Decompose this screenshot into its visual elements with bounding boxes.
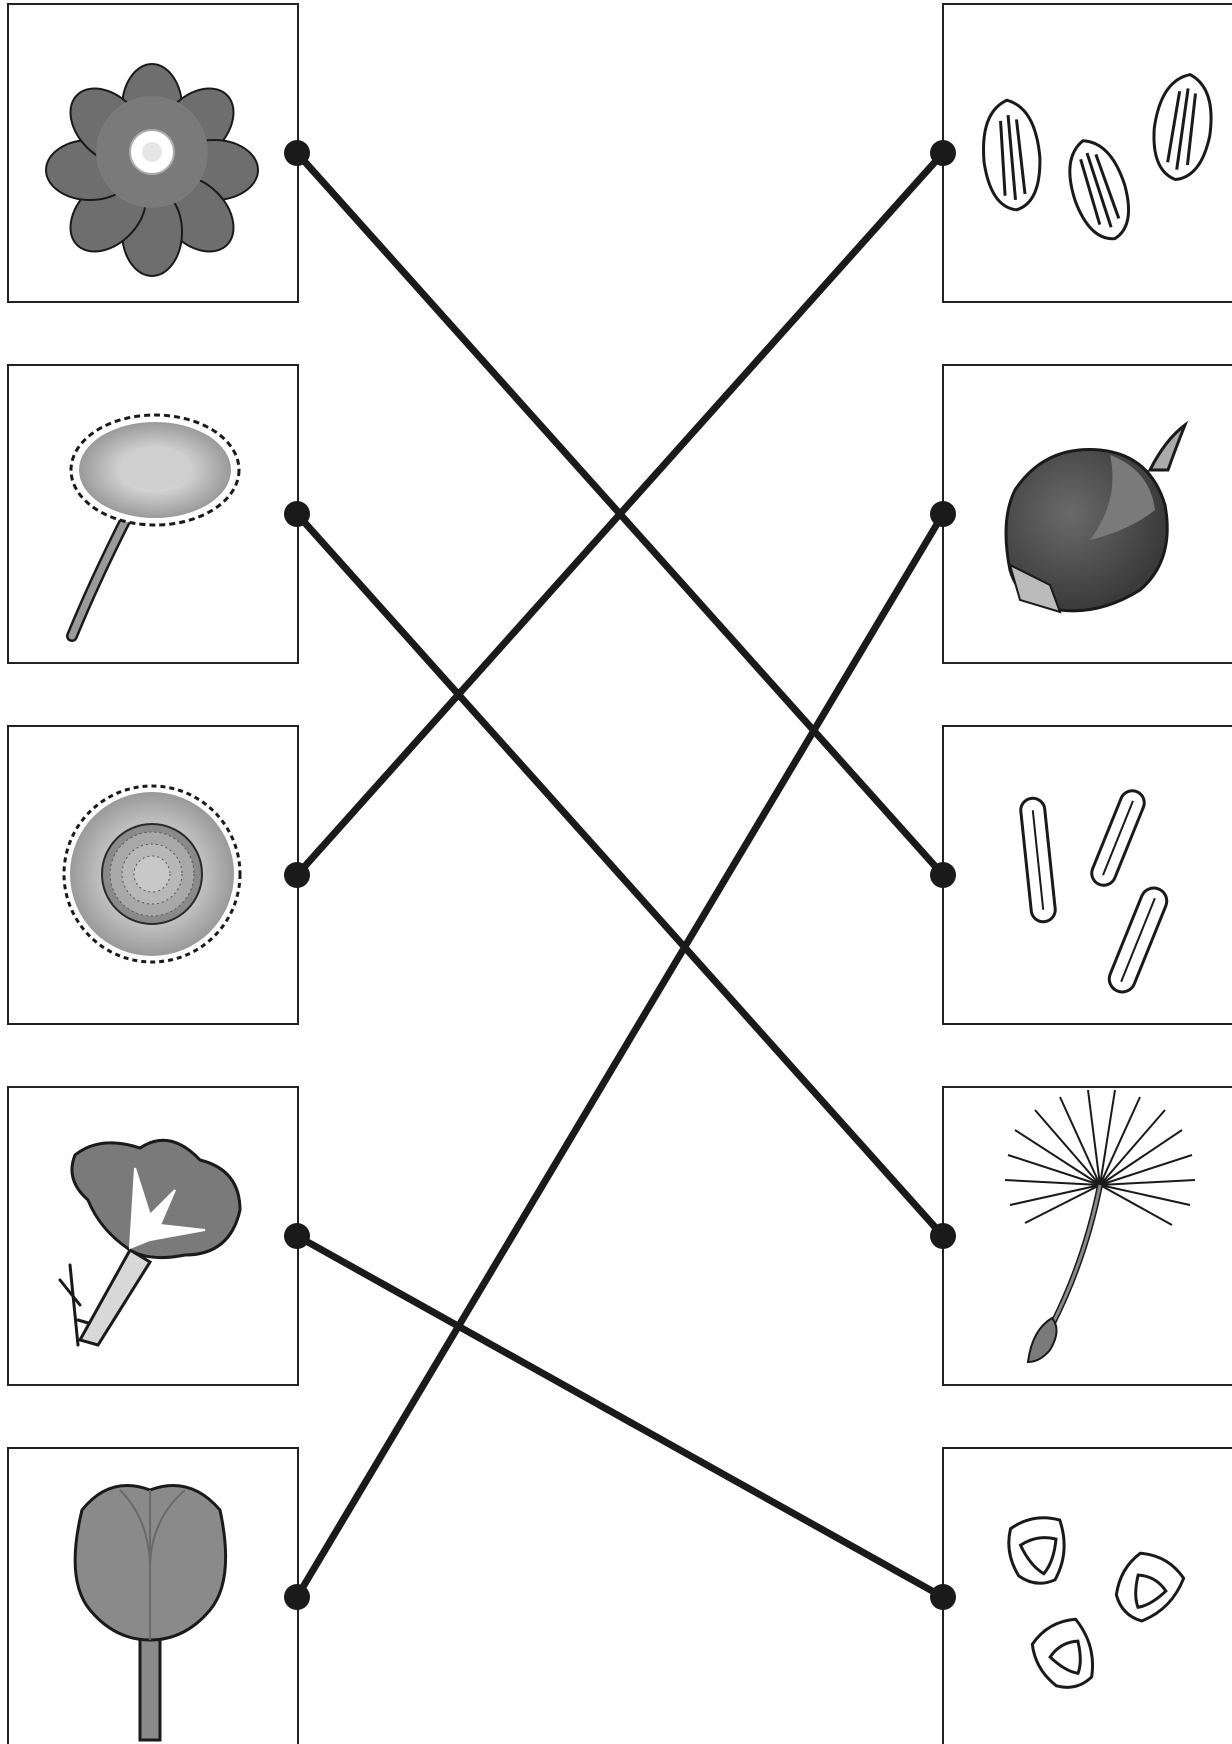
sunflower-icon — [64, 786, 240, 962]
match-line-f2-s4 — [297, 514, 943, 1236]
flower-anchor-dot-1[interactable] — [284, 140, 310, 166]
flower-anchor-dot-2[interactable] — [284, 501, 310, 527]
match-line-f5-s2 — [297, 514, 943, 1597]
cosmos-flower-icon — [46, 64, 258, 276]
flower-card-morning-glory[interactable] — [8, 1087, 298, 1385]
seed-card-cosmos-seeds[interactable] — [943, 726, 1232, 1024]
flower-card-cosmos[interactable] — [8, 4, 298, 302]
seed-card-dandelion-seed[interactable] — [943, 1087, 1232, 1385]
flower-anchor-dot-4[interactable] — [284, 1223, 310, 1249]
seed-anchor-dot-4[interactable] — [930, 1223, 956, 1249]
match-lines — [297, 153, 943, 1597]
seed-card-tulip-bulb[interactable] — [943, 365, 1232, 663]
flower-anchor-dot-5[interactable] — [284, 1584, 310, 1610]
seed-anchor-dot-5[interactable] — [930, 1584, 956, 1610]
seed-card-morning-glory-seeds[interactable] — [943, 1448, 1232, 1744]
flower-card-dandelion[interactable] — [8, 365, 298, 663]
seed-card-sunflower-seeds[interactable] — [943, 4, 1232, 302]
flower-card-sunflower[interactable] — [8, 726, 298, 1024]
flower-card-tulip[interactable] — [8, 1448, 298, 1744]
seed-anchor-dot-1[interactable] — [930, 140, 956, 166]
seed-anchor-dot-3[interactable] — [930, 862, 956, 888]
flower-anchor-dot-3[interactable] — [284, 862, 310, 888]
seed-anchor-dot-2[interactable] — [930, 501, 956, 527]
match-line-f4-s5 — [297, 1236, 943, 1597]
